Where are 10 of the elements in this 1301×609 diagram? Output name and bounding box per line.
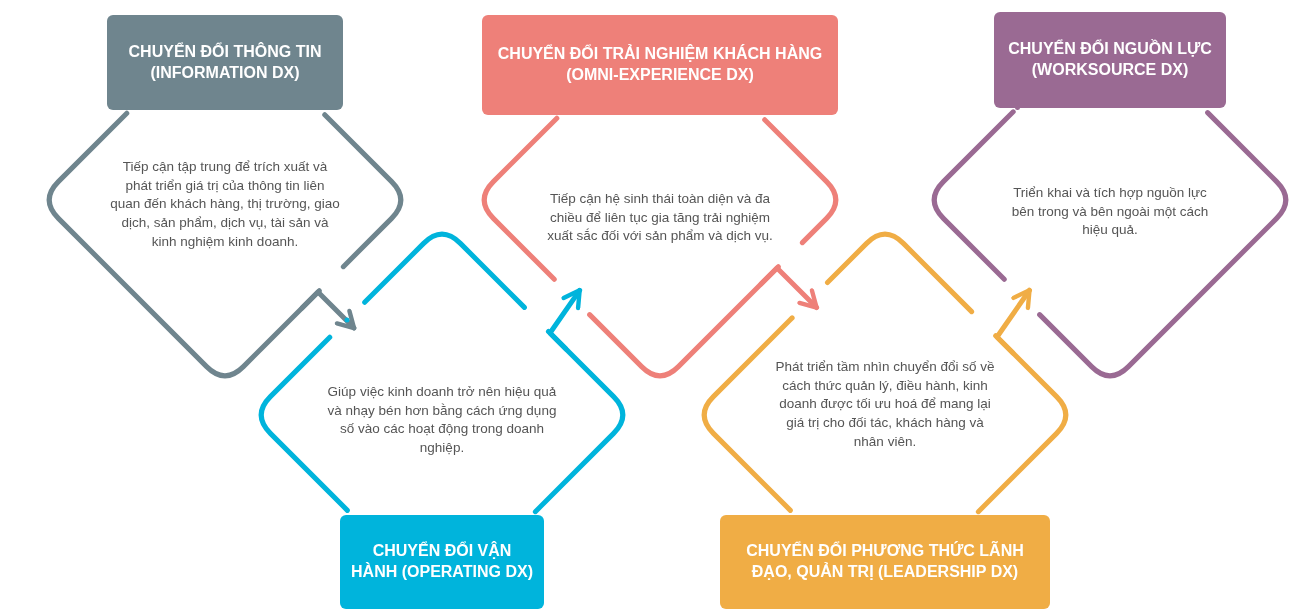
description-text: Phát triển tầm nhìn chuyển đổi số về cách thức quản lý, điều hành, kinh doanh được tối ưu hoá để mang lại giá trị cho đối tác, khách hàng và nhân viên. <box>775 358 995 451</box>
description-text: Giúp việc kinh doanh trở nên hiệu quả và nhạy bén hơn bằng cách ứng dụng số vào các hoạt động trong doanh nghiệp. <box>326 382 558 457</box>
category-header: CHUYỂN ĐỔI VẬN HÀNH (OPERATING DX) <box>340 515 544 609</box>
category-header: CHUYỂN ĐỔI PHƯƠNG THỨC LÃNH ĐẠO, QUẢN TRỊ (LEADERSHIP DX) <box>720 515 1050 609</box>
category-header: CHUYỂN ĐỔI TRẢI NGHIỆM KHÁCH HÀNG (OMNI-EXPERIENCE DX) <box>482 15 838 115</box>
description-text: Tiếp cận hệ sinh thái toàn diện và đa chiều để liên tục gia tăng trải nghiệm xuất sắc đối với sản phẩm và dịch vụ. <box>546 190 774 246</box>
description-text: Triển khai và tích hợp nguồn lực bên trong và bên ngoài một cách hiệu quả. <box>1010 184 1210 240</box>
category-header: CHUYỂN ĐỔI NGUỒN LỰC (WORKSOURCE DX) <box>994 12 1226 108</box>
category-header: CHUYỂN ĐỔI THÔNG TIN (INFORMATION DX) <box>107 15 343 110</box>
description-text: Tiếp cận tập trung để trích xuất và phát triển giá trị của thông tin liên quan đến khách hàng, thị trường, giao dịch, sản phẩm, dịch vụ, tài sản và kinh nghiệm kinh doanh. <box>110 158 340 251</box>
